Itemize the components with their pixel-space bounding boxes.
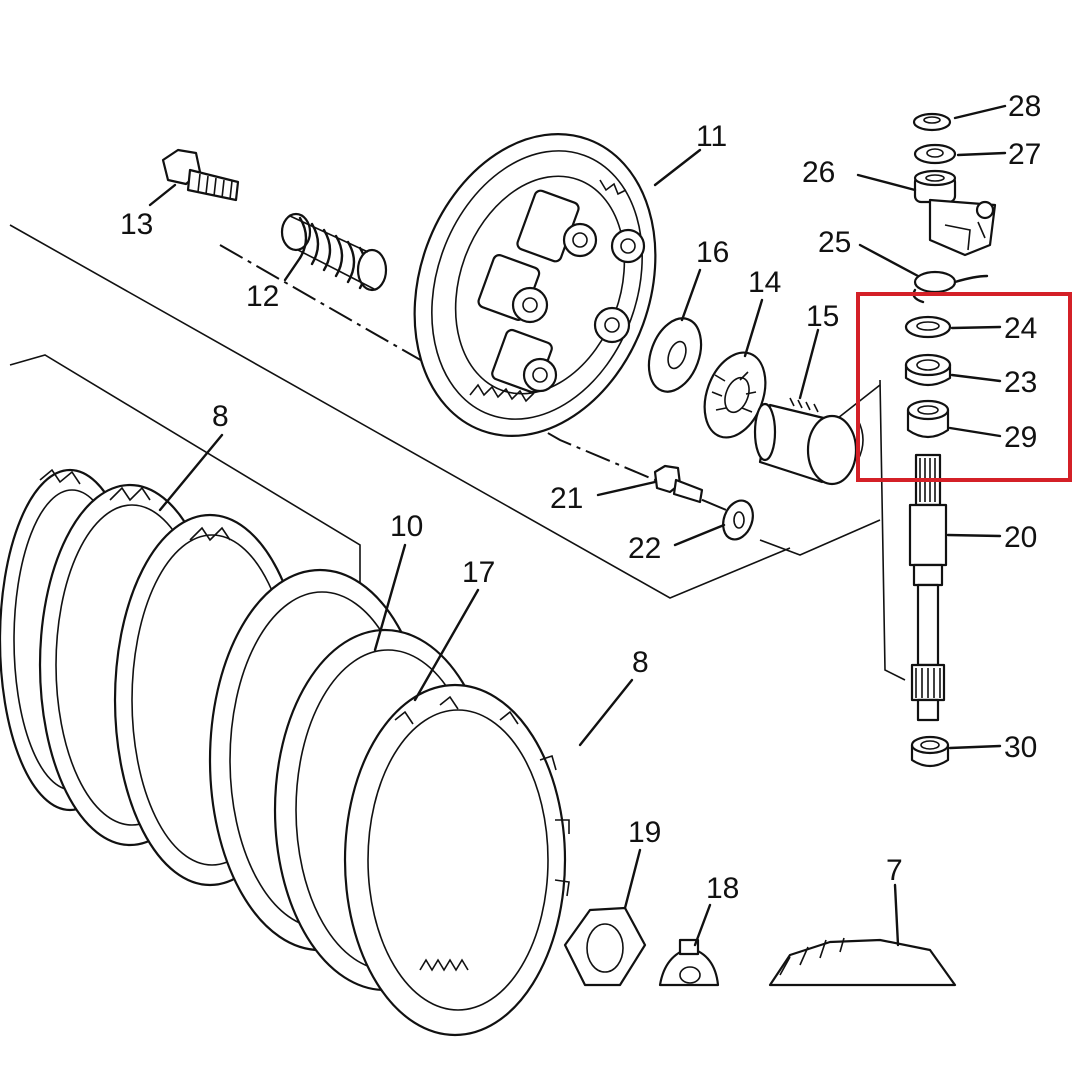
lock-washer-18 [658,938,720,987]
spring-12 [280,212,388,292]
pressure-plate-11 [413,133,657,437]
gear-7 [768,937,957,987]
callout-28: 28 [1008,90,1041,123]
circlip-28 [912,112,952,132]
callout-23: 23 [1004,366,1037,399]
callout-19: 19 [628,816,661,849]
callout-14: 14 [748,266,781,299]
callout-13: 13 [120,208,153,241]
shaft-20 [908,453,948,722]
callout-18: 18 [706,872,739,905]
push-piece-15 [753,397,864,486]
callout-25: 25 [818,226,851,259]
washer-24 [904,315,952,339]
bearing-30 [910,735,950,768]
leader-lines [148,104,1007,947]
washer-27 [913,143,957,165]
callout-10: 10 [390,510,423,543]
friction-plate-8b [343,683,570,1037]
highlight-box [856,292,1072,482]
callout-20: 20 [1004,521,1037,554]
callout-21: 21 [550,482,583,515]
oil-seal-23 [904,353,952,387]
bolt-21 [653,464,704,504]
callout-22: 22 [628,532,661,565]
washer-16 [647,317,703,393]
spring-25 [912,270,989,304]
washer-22 [722,499,754,541]
callout-7: 7 [886,854,903,887]
bolt-13 [161,148,240,202]
callout-26: 26 [802,156,835,189]
callout-24: 24 [1004,312,1037,345]
bearing-29 [906,399,950,439]
bearing-14 [703,351,767,439]
callout-8-lower: 8 [632,646,649,679]
callout-15: 15 [806,300,839,333]
lever-26 [913,169,997,257]
callout-labels: 28 27 26 25 24 23 29 20 30 11 13 12 16 1… [120,90,1041,905]
callout-12: 12 [246,280,279,313]
callout-11: 11 [696,120,727,153]
callout-30: 30 [1004,731,1037,764]
callout-27: 27 [1008,138,1041,171]
callout-17: 17 [462,556,495,589]
callout-16: 16 [696,236,729,269]
callout-29: 29 [1004,421,1037,454]
nut-19 [563,906,647,987]
callout-8-upper: 8 [212,400,229,433]
